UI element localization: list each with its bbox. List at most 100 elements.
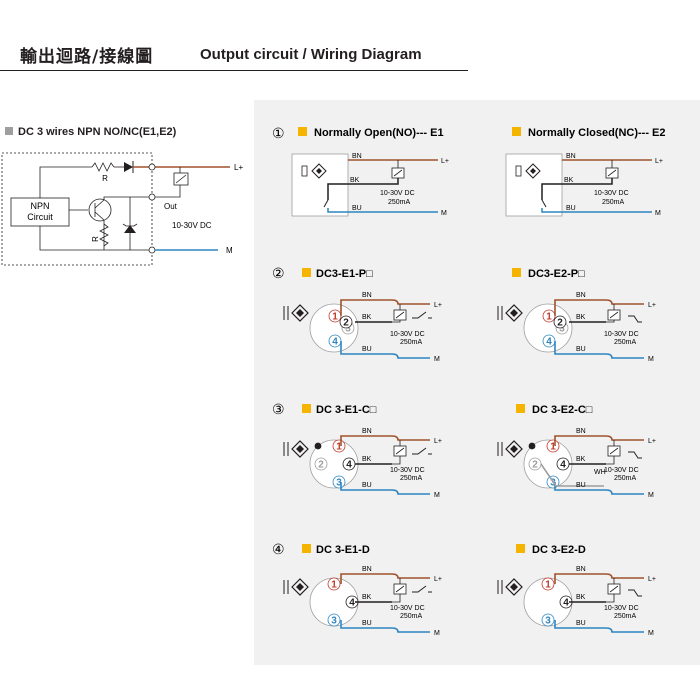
- m-label: M: [434, 630, 440, 637]
- m-label: M: [226, 246, 233, 255]
- lplus-label: L+: [648, 576, 656, 583]
- resistor-side-label: R: [91, 236, 100, 242]
- pin-1: 1: [331, 580, 337, 591]
- panel-title-no-e1: Normally Open(NO)--- E1: [314, 127, 444, 139]
- lplus-label: L+: [434, 576, 442, 583]
- bu-label: BU: [362, 346, 372, 353]
- pin-2: 2: [532, 460, 538, 471]
- black-wire: [541, 178, 613, 200]
- blue-wire: [327, 208, 438, 213]
- bu-label: BU: [352, 205, 362, 212]
- pin-1: 1: [546, 312, 552, 323]
- sensor-symbol-icon: [301, 163, 327, 179]
- yellow-square-icon: [516, 404, 525, 413]
- brown-wire: [340, 573, 430, 584]
- bk-label: BK: [564, 177, 574, 184]
- pin-1-circle: [327, 577, 341, 591]
- sensor-symbol-icon: [497, 440, 523, 458]
- left-voltage-label: 10-30V DC: [172, 221, 212, 230]
- lplus-label: L+: [434, 438, 442, 445]
- brown-wire: [340, 299, 430, 316]
- bn-label: BN: [576, 428, 586, 435]
- sensor-boundary-dashed: [1, 152, 153, 266]
- yellow-square-icon: [512, 268, 521, 277]
- panel-title-e1-p: DC3-E1-P□: [316, 268, 373, 280]
- transistor-icon: [88, 198, 112, 222]
- pin-4: 4: [332, 337, 338, 348]
- circled-3: ③: [272, 401, 285, 417]
- pin-3: 3: [559, 324, 565, 335]
- sensor-symbol-icon: [515, 163, 541, 179]
- m-label: M: [648, 630, 654, 637]
- terminal-lplus: [148, 163, 156, 171]
- sensor-symbol-icon: [283, 578, 309, 596]
- bk-label: BK: [362, 594, 372, 601]
- lplus-label: L+: [441, 158, 449, 165]
- black-wire: [327, 178, 399, 200]
- voltage-label: 10-30V DC: [390, 605, 425, 612]
- yellow-square-icon: [512, 127, 521, 136]
- bu-label: BU: [566, 205, 576, 212]
- bu-label: BU: [576, 482, 586, 489]
- bk-label: BK: [576, 314, 586, 321]
- resistor-top-icon: [91, 162, 115, 172]
- bu-label: BU: [576, 346, 586, 353]
- npn-label: NPN: [30, 201, 49, 211]
- pin-4: 4: [546, 337, 552, 348]
- pin-4: 4: [349, 598, 355, 609]
- bn-label: BN: [566, 153, 576, 160]
- pin-3-circle: [327, 613, 341, 627]
- yellow-square-icon: [302, 404, 311, 413]
- yellow-square-icon: [302, 544, 311, 553]
- header-underline: [0, 70, 468, 71]
- m-label: M: [434, 492, 440, 499]
- sensor-symbol-icon: [497, 304, 523, 322]
- bu-label: BU: [362, 482, 372, 489]
- panel-title-e1-c: DC 3-E1-C□: [316, 404, 377, 416]
- circuit-label: Circuit: [27, 212, 53, 222]
- pin-2: 2: [318, 460, 324, 471]
- blue-wire: [554, 341, 644, 359]
- switch-contact-icon: [628, 451, 642, 459]
- sensor-symbol-icon: [283, 304, 309, 322]
- pin-3: 3: [331, 616, 337, 627]
- current-label: 250mA: [400, 339, 423, 346]
- panel-title-e2-d: DC 3-E2-D: [532, 544, 586, 556]
- pin-1-circle: [541, 577, 555, 591]
- pin-2: 2: [557, 318, 563, 329]
- npn-circuit-diagram: NPN Circuit R L+ Out 10-30V DC R M: [1, 152, 243, 266]
- blue-wire: [541, 208, 652, 213]
- switch-contact-icon: [412, 585, 432, 593]
- pin-3: 3: [545, 616, 551, 627]
- circled-2: ②: [272, 265, 285, 281]
- bk-label: BK: [576, 456, 586, 463]
- zener-diode-icon: [124, 225, 136, 233]
- sensor-symbol-icon: [497, 578, 523, 596]
- brown-wire: [554, 573, 644, 584]
- blue-wire: [340, 482, 430, 495]
- key-dot: [528, 442, 536, 450]
- voltage-label: 10-30V DC: [604, 605, 639, 612]
- switch-contact-icon: [412, 311, 432, 319]
- sensor-box: [505, 153, 563, 217]
- m-label: M: [434, 356, 440, 363]
- m-label: M: [648, 492, 654, 499]
- panel-title-nc-e2: Normally Closed(NC)--- E2: [528, 127, 666, 139]
- blue-wire: [340, 341, 430, 359]
- current-label: 250mA: [602, 199, 625, 206]
- pin-4: 4: [563, 598, 569, 609]
- bu-label: BU: [576, 620, 586, 627]
- lplus-label: L+: [648, 438, 656, 445]
- circled-1: ①: [272, 125, 285, 141]
- key-dot: [314, 442, 322, 450]
- resistor-side-icon: [99, 223, 109, 247]
- current-label: 250mA: [614, 613, 637, 620]
- current-label: 250mA: [400, 613, 423, 620]
- out-label: Out: [164, 202, 178, 211]
- bk-label: BK: [576, 594, 586, 601]
- blue-wire: [340, 620, 430, 633]
- panel-title-e2-p: DC3-E2-P□: [528, 268, 585, 280]
